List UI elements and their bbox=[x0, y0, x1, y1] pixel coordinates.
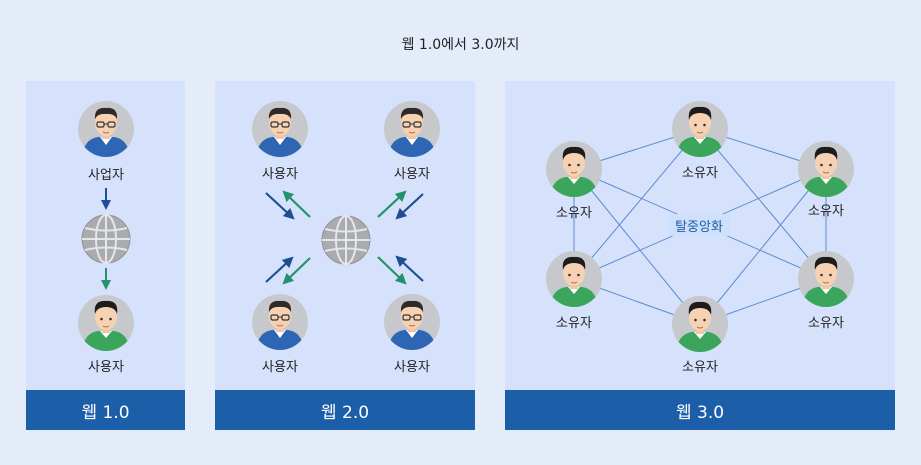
owner-label: 소유자 bbox=[808, 204, 844, 219]
arrow-navy bbox=[265, 256, 294, 283]
user-label: 사용자 bbox=[262, 167, 298, 182]
user-label: 사용자 bbox=[394, 360, 430, 375]
user-person-icon bbox=[78, 295, 134, 351]
page-title: 웹 1.0에서 3.0까지 bbox=[401, 37, 520, 53]
arrow-green bbox=[282, 190, 311, 218]
owner-label: 소유자 bbox=[682, 166, 718, 181]
owner-person-icon bbox=[546, 141, 602, 197]
decentralization-tag: 탈중앙화 bbox=[668, 214, 730, 236]
arrow-green bbox=[377, 256, 407, 285]
arrow-navy bbox=[395, 193, 424, 220]
web1-footer: 웹 1.0 bbox=[26, 390, 185, 430]
user-label: 사용자 bbox=[394, 167, 430, 182]
user-person-icon bbox=[384, 294, 440, 350]
web2-footer: 웹 2.0 bbox=[215, 390, 475, 430]
arrow-navy bbox=[265, 192, 295, 220]
owner-person-icon bbox=[798, 251, 854, 307]
business-label: 사업자 bbox=[88, 168, 124, 183]
owner-label: 소유자 bbox=[556, 206, 592, 221]
owner-person-icon bbox=[798, 141, 854, 197]
arrow-green bbox=[377, 190, 407, 218]
owner-person-icon bbox=[672, 296, 728, 352]
globe-icon bbox=[321, 215, 371, 265]
user-label: 사용자 bbox=[88, 360, 124, 375]
arrow-green bbox=[282, 257, 311, 285]
owner-person-icon bbox=[546, 251, 602, 307]
user-person-icon bbox=[252, 294, 308, 350]
business-person-icon bbox=[78, 101, 134, 157]
owner-label: 소유자 bbox=[808, 316, 844, 331]
user-person-icon bbox=[384, 101, 440, 157]
user-person-icon bbox=[252, 101, 308, 157]
web3-footer: 웹 3.0 bbox=[505, 390, 895, 430]
arrow-navy bbox=[395, 255, 424, 282]
owner-person-icon bbox=[672, 101, 728, 157]
owner-label: 소유자 bbox=[556, 316, 592, 331]
globe-icon bbox=[81, 214, 131, 264]
owner-label: 소유자 bbox=[682, 360, 718, 375]
user-label: 사용자 bbox=[262, 360, 298, 375]
